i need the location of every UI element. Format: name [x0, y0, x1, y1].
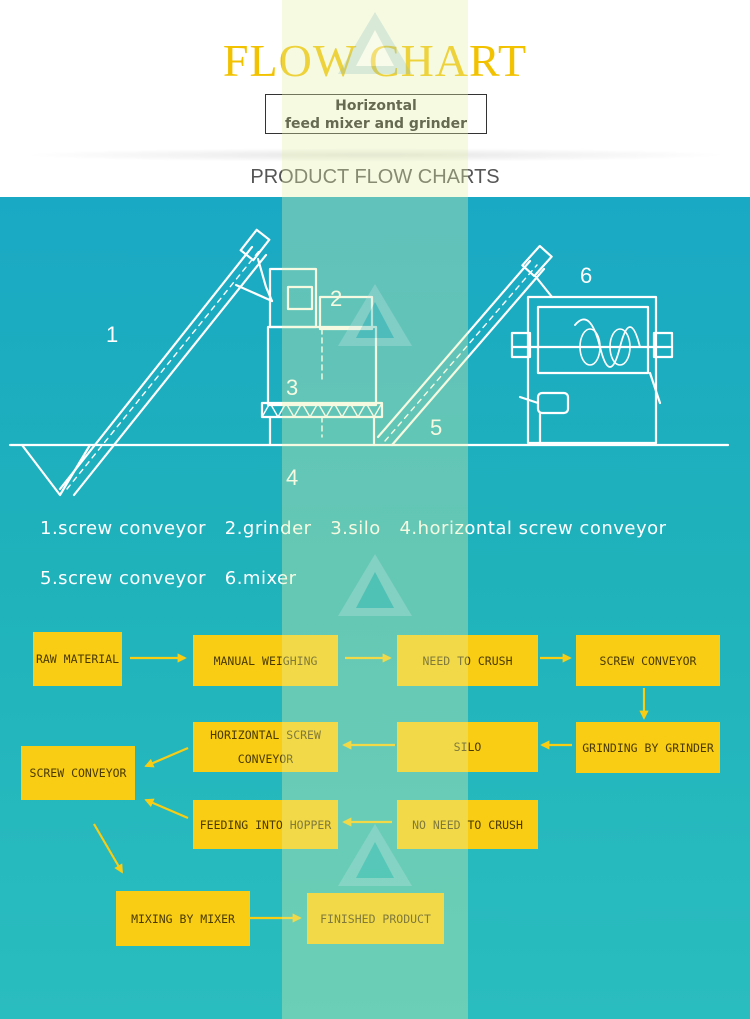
pit-outline	[20, 443, 92, 497]
flow-box-no-need-to-crush: NO NEED TO CRUSH	[397, 800, 538, 849]
legend-line-1: 1.screw conveyor 2.grinder 3.silo 4.hori…	[40, 518, 667, 539]
flow-box-manual-weighing: MANUAL WEIGHING	[193, 635, 338, 686]
flow-box-feeding-into-hopper: FEEDING INTO HOPPER	[193, 800, 338, 849]
screw-conveyor-5	[376, 244, 554, 447]
flow-box-screw-conveyor-2: SCREW CONVEYOR	[21, 746, 135, 800]
callout-2: 2	[330, 286, 342, 311]
callout-3: 3	[286, 375, 298, 400]
subtitle-line-1: Horizontal	[335, 98, 417, 114]
mixer	[510, 295, 674, 445]
flow-box-raw-material: RAW MATERIAL	[33, 632, 122, 686]
screw-conveyor-1	[58, 228, 274, 497]
callout-1: 1	[106, 322, 118, 347]
header: FLOW CHART Horizontal feed mixer and gri…	[0, 0, 750, 197]
flow-box-grinding-by-grinder: GRINDING BY GRINDER	[576, 722, 720, 773]
subtitle-line-2: feed mixer and grinder	[284, 116, 468, 132]
flow-box-horizontal-screw-conveyor: HORIZONTAL SCREW CONVEYOR	[193, 722, 338, 772]
flow-box-finished-product: FINISHED PRODUCT	[307, 893, 444, 944]
callout-4: 4	[286, 465, 298, 490]
callout-6: 6	[580, 263, 592, 288]
page-title: FLOW CHART	[222, 35, 528, 86]
silo	[260, 325, 384, 447]
section-title: PRODUCT FLOW CHARTS	[250, 166, 500, 188]
legend-line-2: 5.screw conveyor 6.mixer	[40, 568, 297, 589]
flow-box-silo: SILO	[397, 722, 538, 772]
callout-5: 5	[430, 415, 442, 440]
subtitle-box: Horizontal feed mixer and grinder	[265, 94, 487, 134]
flow-box-need-to-crush: NEED TO CRUSH	[397, 635, 538, 686]
flow-box-screw-conveyor-1: SCREW CONVEYOR	[576, 635, 720, 686]
header-divider	[20, 148, 730, 162]
flow-box-mixing-by-mixer: MIXING BY MIXER	[116, 891, 250, 946]
machine-diagram: 1 2 3 4 5 6	[8, 228, 730, 497]
